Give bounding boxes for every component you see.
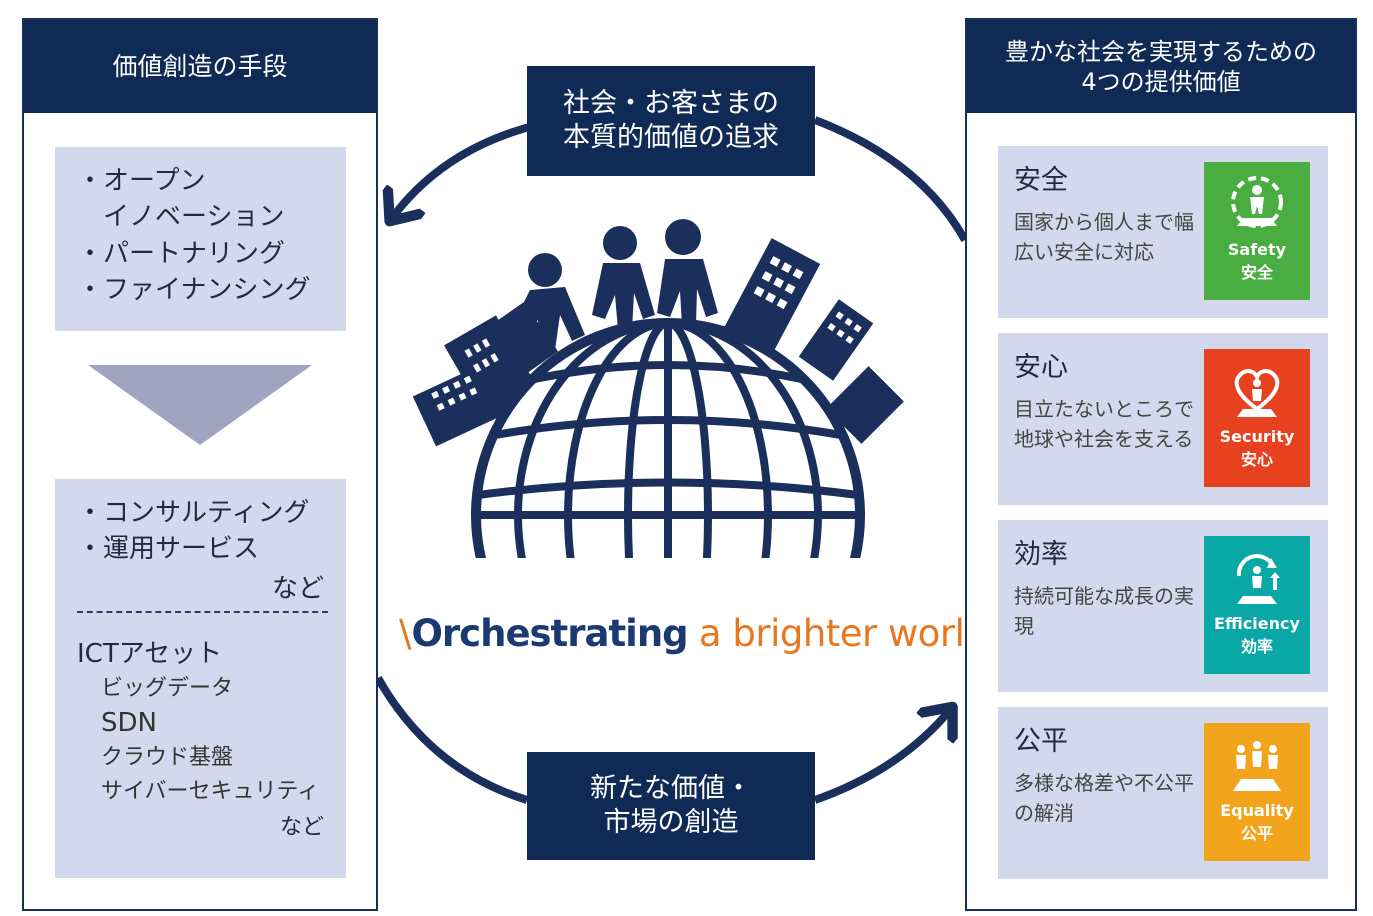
means-panel: 価値創造の手段 ・オープン イノベーション ・パートナリング ・ファイナンシング… <box>22 18 378 911</box>
slogan-rest: a brighter world <box>687 612 988 655</box>
badge-en: Efficiency <box>1214 614 1300 633</box>
pursuit-label-box: 社会・お客さまの本質的価値の追求 <box>527 66 815 176</box>
etc-label: など <box>279 815 324 841</box>
means-list-2: ・コンサルティング ・運用サービス など ICTアセット ビッグデータ SDN … <box>55 479 346 878</box>
ict-item: ビッグデータ <box>101 675 234 701</box>
efficiency-badge: Efficiency 効率 <box>1204 536 1310 674</box>
down-arrow-icon <box>88 365 312 445</box>
efficiency-icon <box>1236 554 1280 604</box>
creation-label-box: 新たな価値・市場の創造 <box>527 752 815 860</box>
list-item: ・コンサルティング <box>77 498 310 528</box>
ict-title: ICTアセット <box>77 638 223 669</box>
value-title: 効率 <box>1014 539 1068 570</box>
list-item: ・オープン イノベーション <box>77 166 285 233</box>
means-list-1: ・オープン イノベーション ・パートナリング ・ファイナンシング <box>55 147 346 331</box>
value-title: 公平 <box>1014 726 1068 757</box>
ict-item: サイバーセキュリティ <box>101 779 320 805</box>
badge-ja: 効率 <box>1240 637 1273 656</box>
value-description: 目立たないところで地球や社会を支える <box>1014 397 1194 451</box>
arc-top-right <box>813 116 969 242</box>
badge-en: Equality <box>1220 801 1294 820</box>
creation-line-2: 市場の創造 <box>603 807 739 838</box>
values-header-line-2: 4つの提供価値 <box>1081 67 1241 96</box>
globe-icon <box>471 318 865 558</box>
badge-ja: 安心 <box>1240 450 1273 469</box>
safety-icon <box>1231 176 1283 228</box>
value-title: 安心 <box>1014 352 1068 383</box>
slogan-mark: \ <box>399 612 412 655</box>
badge-en: Safety <box>1227 240 1287 259</box>
security-badge: Security 安心 <box>1204 349 1310 487</box>
creation-line-1: 新たな価値・ <box>590 773 752 805</box>
slogan: \Orchestrating a brighter world <box>399 612 988 655</box>
value-description: 国家から個人まで幅広い安全に対応 <box>1014 210 1194 264</box>
dashed-divider <box>77 610 328 613</box>
equality-badge: Equality 公平 <box>1204 723 1310 861</box>
list-item: ・運用サービス <box>77 534 260 565</box>
arc-bottom-left <box>374 676 529 804</box>
value-title: 安全 <box>1014 165 1068 196</box>
value-card-efficiency: 効率 持続可能な成長の実現 Efficiency 効率 <box>998 520 1328 692</box>
security-icon <box>1234 369 1280 417</box>
ict-item: SDN <box>101 707 157 738</box>
pursuit-line-2: 本質的価値の追求 <box>563 122 779 153</box>
value-card-security: 安心 目立たないところで地球や社会を支える Security 安心 <box>998 333 1328 505</box>
value-card-equality: 公平 多様な格差や不公平の解消 Equality 公平 <box>998 707 1328 879</box>
badge-ja: 安全 <box>1240 263 1273 282</box>
ict-item: クラウド基盤 <box>101 744 234 770</box>
safety-badge: Safety 安全 <box>1204 162 1310 300</box>
means-header: 価値創造の手段 <box>24 20 376 113</box>
value-description: 持続可能な成長の実現 <box>1014 584 1194 638</box>
globe-illustration <box>412 219 904 558</box>
values-header-line-1: 豊かな社会を実現するための <box>1005 37 1317 66</box>
etc-label: など <box>271 573 324 604</box>
arc-bottom-right <box>813 710 950 804</box>
value-card-safety: 安全 国家から個人まで幅広い安全に対応 Safety 安全 <box>998 146 1328 318</box>
pursuit-line-1: 社会・お客さまの <box>563 88 779 120</box>
value-description: 多様な格差や不公平の解消 <box>1014 771 1194 825</box>
list-item: ・ファイナンシング <box>77 275 311 306</box>
people-icon <box>510 219 718 355</box>
slogan-bold: Orchestrating <box>411 612 688 655</box>
badge-en: Security <box>1219 427 1295 446</box>
equality-icon <box>1233 741 1281 791</box>
list-item: ・パートナリング <box>77 238 286 269</box>
badge-ja: 公平 <box>1240 824 1273 843</box>
